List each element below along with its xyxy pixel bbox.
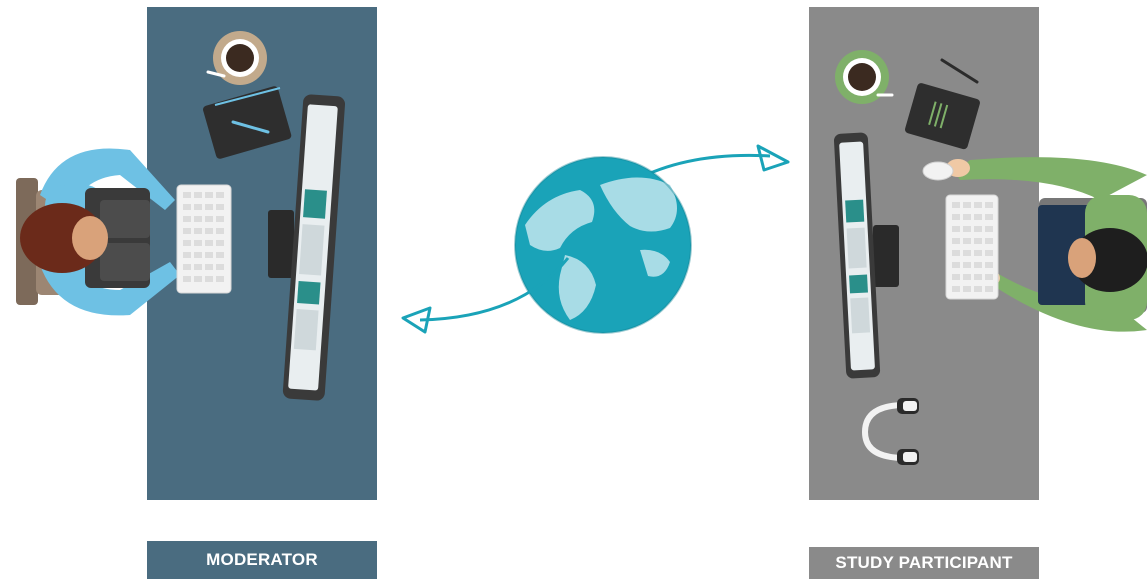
arrow-head-right-icon [758,146,788,170]
moderator-keyboard [177,185,231,293]
mouse-icon [923,162,953,180]
moderator-workstation [16,7,377,500]
participant-keyboard [946,195,998,299]
globe-connection [403,146,788,333]
participant-workstation [809,7,1147,500]
moderator-label: MODERATOR [147,541,377,579]
study-participant-label: STUDY PARTICIPANT [809,547,1039,579]
